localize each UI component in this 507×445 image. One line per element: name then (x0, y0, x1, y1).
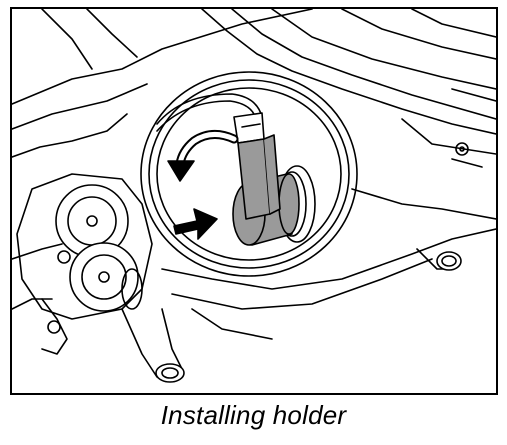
mounting-peg-bottom (121, 308, 185, 383)
headlight-assembly-drawing (12, 9, 496, 383)
mounting-peg-right (416, 248, 462, 271)
adjuster-discs (16, 173, 153, 355)
illustration-frame (10, 7, 498, 395)
headlight-housing (12, 9, 496, 340)
rotate-arrow-icon (167, 130, 239, 182)
figure-caption: Installing holder (160, 400, 347, 430)
bulb-opening (140, 71, 358, 277)
push-arrow-icon (173, 208, 218, 240)
bulb-holder (156, 93, 316, 246)
